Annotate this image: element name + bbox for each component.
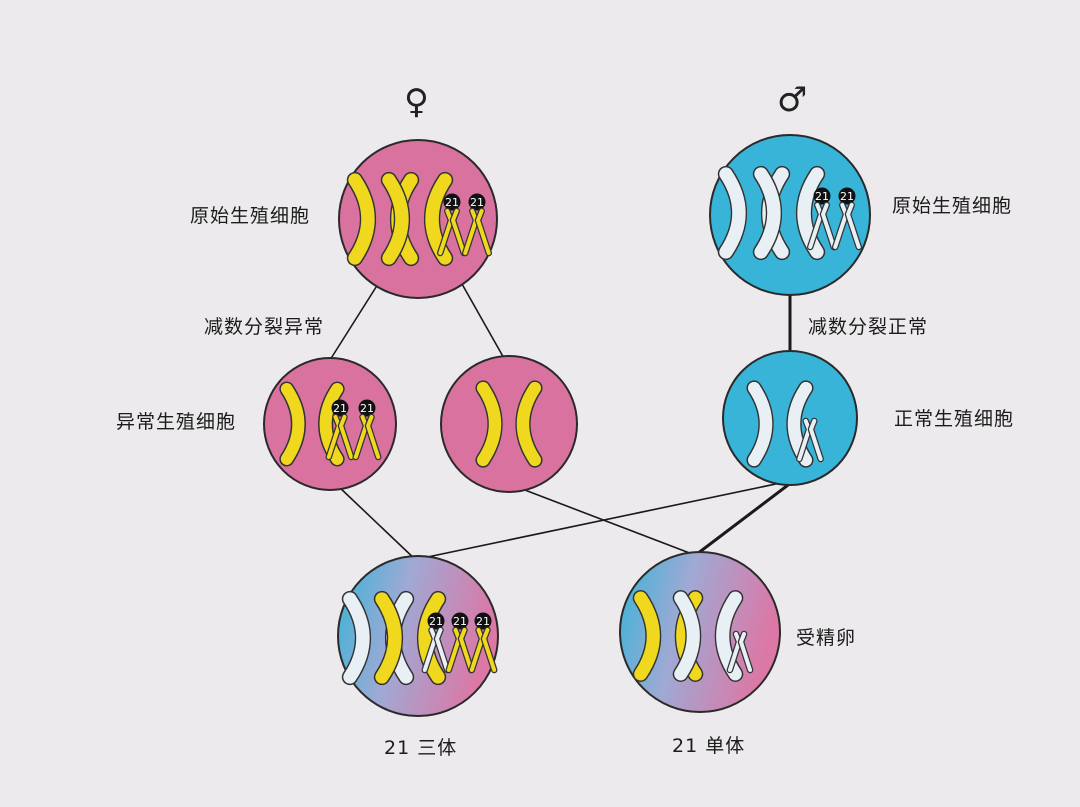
- male-symbol: ♂: [777, 80, 808, 120]
- svg-text:21: 21: [453, 615, 467, 628]
- svg-text:21: 21: [360, 402, 374, 415]
- female-original-cell: [338, 139, 498, 299]
- abnormal-gamete-chr21-1: [325, 413, 355, 461]
- monosomy-label: 21 单体: [672, 735, 746, 757]
- trisomy-chr21-3: [468, 626, 498, 674]
- male-chr21-1: [806, 201, 838, 251]
- normal-gamete-chr21: [796, 417, 824, 463]
- svg-text:21: 21: [815, 190, 829, 203]
- abnormal-gamete-chr21-1-tag: 21: [331, 399, 349, 417]
- trisomy-chr21-1-tag: 21: [427, 612, 445, 630]
- female-meiosis-label: 减数分裂异常: [204, 316, 325, 338]
- connector-lines: [329, 283, 793, 563]
- female-original-cell-label: 原始生殖细胞: [190, 205, 311, 227]
- connector-x-gamete-to-monosomy: [516, 486, 701, 558]
- x-gamete-cell: [440, 355, 578, 493]
- chromosome-layer: 21 21 21 21 21 21 21 21 21: [279, 165, 863, 686]
- female-chr21-1: [436, 207, 468, 257]
- abnormal-gamete-chr21-2-tag: 21: [358, 399, 376, 417]
- male-chr21-2: [831, 201, 863, 251]
- svg-text:21: 21: [840, 190, 854, 203]
- x-gamete-x-chromosome: [475, 380, 543, 468]
- svg-text:21: 21: [333, 402, 347, 415]
- male-chr21-2-tag: 21: [838, 187, 856, 205]
- female-chr21-2: [461, 207, 493, 257]
- svg-text:21: 21: [429, 615, 443, 628]
- male-chr21-1-tag: 21: [813, 187, 831, 205]
- normal-gamete-label: 正常生殖细胞: [894, 408, 1015, 430]
- trisomy-x-chromosome-female: [373, 590, 447, 686]
- trisomy-chr21-3-tag: 21: [474, 612, 492, 630]
- connector-abnormal-gamete-to-trisomy: [337, 485, 419, 563]
- monosomy-chr21: [726, 630, 754, 674]
- female-symbol: ♀: [404, 82, 429, 122]
- trisomy-chr21-2-tag: 21: [451, 612, 469, 630]
- male-original-cell-label: 原始生殖细胞: [892, 195, 1013, 217]
- male-meiosis-label: 减数分裂正常: [808, 316, 929, 338]
- svg-text:21: 21: [476, 615, 490, 628]
- trisomy-chr21-2: [445, 626, 475, 674]
- male-original-cell: [709, 134, 871, 296]
- connector-female-to-x-gamete: [461, 283, 506, 361]
- connector-female-to-abnormal-gamete: [329, 283, 379, 361]
- female-chr21-1-tag: 21: [443, 193, 461, 211]
- trisomy-chr21-1: [421, 626, 451, 674]
- svg-text:21: 21: [470, 196, 484, 209]
- female-chr21-2-tag: 21: [468, 193, 486, 211]
- svg-text:21: 21: [445, 196, 459, 209]
- abnormal-gamete-label: 异常生殖细胞: [116, 411, 237, 433]
- abnormal-gamete-chr21-2: [352, 413, 382, 461]
- connector-normal-gamete-to-monosomy: [692, 480, 793, 559]
- connector-normal-gamete-to-trisomy: [417, 480, 791, 560]
- fertilized-egg-label: 受精卵: [796, 627, 857, 649]
- trisomy-label: 21 三体: [384, 737, 458, 759]
